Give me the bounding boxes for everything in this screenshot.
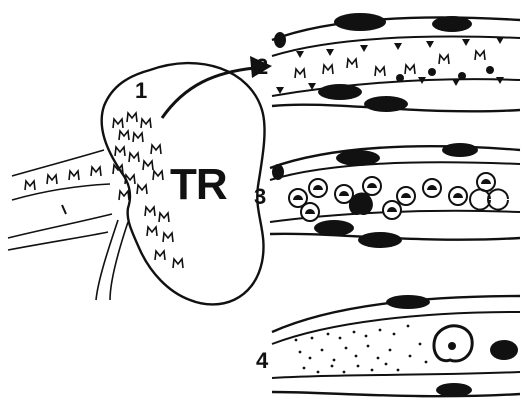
panel-3-label: 3 <box>254 184 266 210</box>
kidney-label-1: 1 <box>135 78 147 104</box>
panel-2-label: 2 <box>256 54 268 80</box>
panel-2-tubule <box>272 13 520 112</box>
panel-3-tubule <box>270 143 520 248</box>
panel-4-tubule <box>272 295 520 397</box>
renal-vessels <box>8 150 128 300</box>
vessel-cells <box>25 167 101 214</box>
panel-4-label: 4 <box>256 348 268 374</box>
tr-label: TR <box>170 160 227 210</box>
